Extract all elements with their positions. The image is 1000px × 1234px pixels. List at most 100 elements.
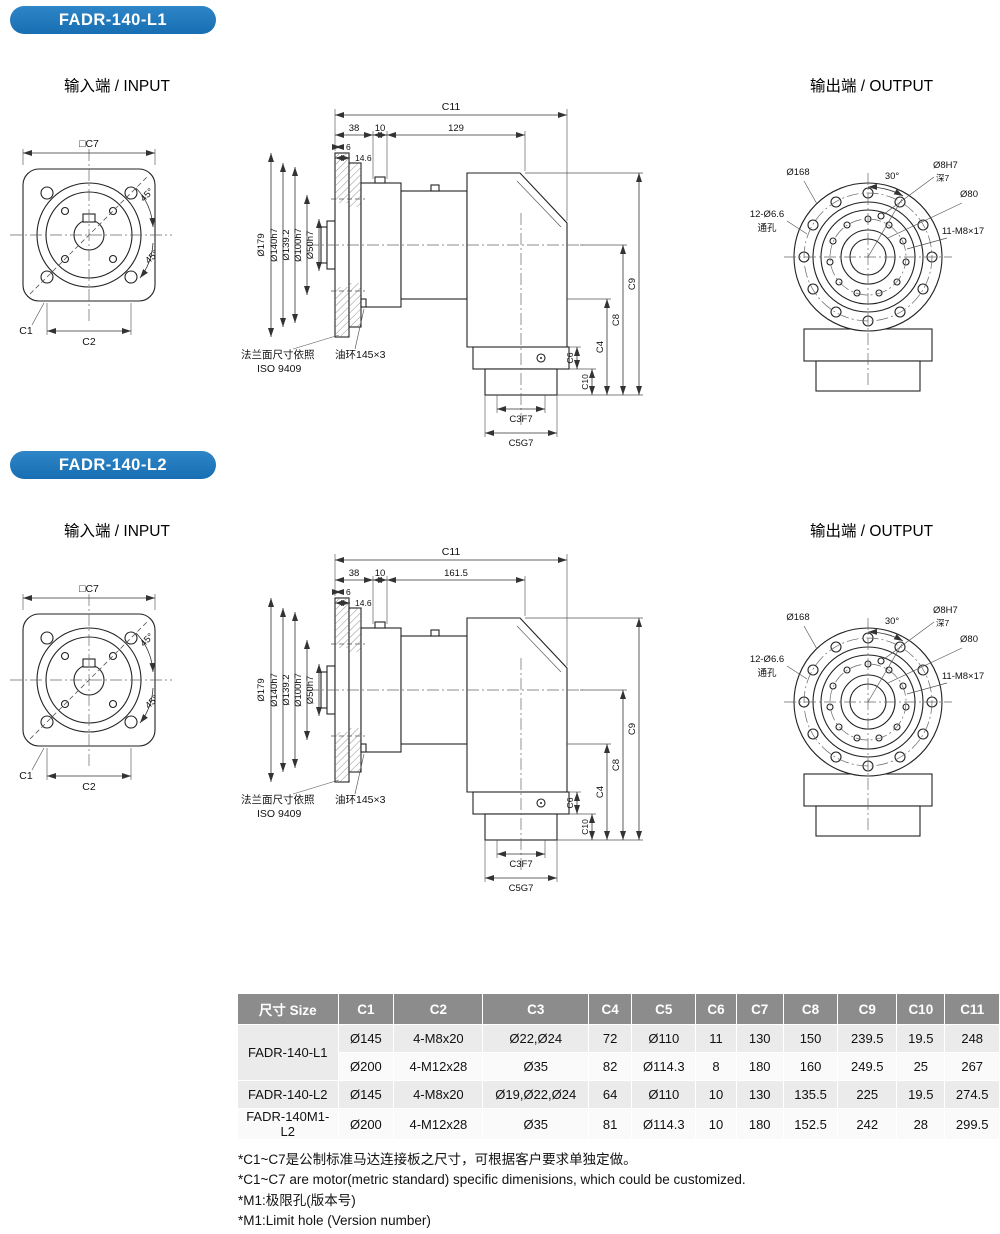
spec-table-column-header: C4: [588, 993, 633, 1025]
spec-table-cell: Ø200: [337, 1108, 395, 1140]
spec-table-column-header: C9: [837, 993, 898, 1025]
spec-table-model-cell: FADR-140-L2: [237, 1080, 339, 1109]
spec-table-cell: 28: [896, 1108, 946, 1140]
c1-dim-label: C1: [19, 325, 33, 337]
dim-length-label: 129: [448, 123, 464, 134]
spec-table-cell: 267: [944, 1052, 1000, 1081]
output-side-label-l2: 输出端 / OUTPUT: [810, 523, 934, 540]
input-side-label-l1: 输入端 / INPUT: [64, 78, 170, 95]
oil-ring-note: 油环145×3: [335, 793, 386, 806]
angle-30-label: 30°: [885, 171, 900, 182]
spec-table-cell: 25: [896, 1052, 946, 1081]
spec-table-cell: 299.5: [944, 1108, 1000, 1140]
spec-table-cell: 72: [588, 1024, 633, 1053]
spec-table-cell: 11: [695, 1024, 737, 1053]
spec-table-column-header: 尺寸 Size: [237, 993, 339, 1025]
dia-139-2-label: Ø139.2: [281, 229, 292, 260]
spec-table-cell: Ø114.3: [631, 1052, 697, 1081]
c4-dim-label: C4: [595, 341, 606, 353]
through-holes-cn-label: 通孔: [757, 668, 777, 679]
dia-50h7-label: Ø50h7: [305, 231, 316, 260]
c8-dim-label: C8: [611, 314, 622, 326]
spec-table-cell: 242: [837, 1108, 898, 1140]
centerlines: [307, 643, 583, 872]
side-section-drawing-l1: C11 38 10 129 6 14.6 Ø179 Ø140h7 Ø139.2 …: [241, 101, 643, 449]
c2-dim-label: C2: [82, 781, 96, 793]
footnote-line: *C1~C7 are motor(metric standard) specif…: [238, 1172, 746, 1188]
input-side-label-l2: 输入端 / INPUT: [64, 523, 170, 540]
spec-table-cell: 180: [735, 1108, 784, 1140]
spec-table-cell: Ø35: [482, 1108, 590, 1140]
c1-dim-label: C1: [19, 770, 33, 782]
c2-dim-label: C2: [82, 336, 96, 348]
spec-table-cell: Ø114.3: [631, 1108, 697, 1140]
spec-table-cell: Ø145: [337, 1080, 395, 1109]
c11-dim-label: C11: [442, 546, 461, 558]
dia-139-2-label: Ø139.2: [281, 674, 292, 705]
dim-14-6-label: 14.6: [355, 598, 372, 608]
spec-table-cell: 82: [588, 1052, 633, 1081]
dim-10-label: 10: [375, 123, 386, 134]
dowel-dia-label: Ø8H7: [933, 160, 958, 171]
footnote-line: *M1:Limit hole (Version number): [238, 1212, 431, 1228]
output-view-drawing-l1: 30° Ø168 Ø8H7 深7 Ø80 12-Ø6.6 通孔 11-M8×17: [750, 160, 984, 392]
c3f7-dim-label: C3F7: [509, 414, 532, 425]
dim-14-6-label: 14.6: [355, 153, 372, 163]
dim-6-label: 6: [346, 587, 351, 597]
centerlines: [784, 618, 952, 832]
dia-100h7-label: Ø100h7: [293, 228, 304, 262]
dim-38-label: 38: [349, 568, 360, 579]
spec-table-cell: 8: [695, 1052, 737, 1081]
dia-80-label: Ø80: [960, 634, 978, 645]
spec-table-cell: Ø145: [337, 1024, 395, 1053]
spec-table-column-header: C5: [631, 993, 697, 1025]
centerlines: [10, 149, 172, 321]
spec-table-cell: 4-M12x28: [393, 1108, 484, 1140]
oil-ring-note: 油环145×3: [335, 348, 386, 361]
side-section-drawing-l2: C11 38 10 161.5 6 14.6 Ø179 Ø140h7 Ø139.…: [241, 546, 643, 894]
dimension-lines: [22, 594, 156, 780]
dia-50h7-label: Ø50h7: [305, 676, 316, 705]
dim-length-label: 161.5: [444, 568, 468, 579]
spec-table-column-header: C6: [695, 993, 737, 1025]
dimension-lines: [268, 109, 643, 437]
footnote-line: *C1~C7是公制标准马达连接板之尺寸，可根据客户要求单独定做。: [238, 1152, 637, 1167]
dowel-depth-label: 深7: [936, 173, 950, 183]
dowel-dia-label: Ø8H7: [933, 605, 958, 616]
spec-table-cell: Ø110: [631, 1024, 697, 1053]
c10-dim-label: C10: [580, 374, 590, 390]
spec-table-cell: 160: [782, 1052, 839, 1081]
tapped-holes-label: 11-M8×17: [942, 671, 984, 682]
through-holes-label: 12-Ø6.6: [750, 209, 784, 220]
centerlines: [10, 594, 172, 766]
c11-dim-label: C11: [442, 101, 461, 113]
spec-table-cell: Ø22,Ø24: [482, 1024, 590, 1053]
footnote-line: *M1:极限孔(版本号): [238, 1192, 356, 1208]
dim-38-label: 38: [349, 123, 360, 134]
flange-note-line1: 法兰面尺寸依照: [241, 793, 315, 806]
square-c7-dim-label: □C7: [79, 583, 99, 595]
c5g7-dim-label: C5G7: [509, 883, 534, 894]
spec-table-model-cell: FADR-140-L1: [237, 1024, 339, 1081]
dowel-depth-label: 深7: [936, 618, 950, 628]
centerlines: [784, 173, 952, 387]
dia-140h7-label: Ø140h7: [269, 673, 280, 707]
c6-dim-label: C6: [565, 797, 575, 808]
dim-6-label: 6: [346, 142, 351, 152]
spec-table-cell: 10: [695, 1108, 737, 1140]
spec-table-cell: 225: [837, 1080, 898, 1109]
spec-table-cell: Ø110: [631, 1080, 697, 1109]
spec-table-cell: 19.5: [896, 1080, 946, 1109]
c8-dim-label: C8: [611, 759, 622, 771]
spec-table-cell: Ø19,Ø22,Ø24: [482, 1080, 590, 1109]
flange-note-line2: ISO 9409: [257, 363, 302, 375]
model-badge-l2: FADR-140-L2: [10, 451, 216, 479]
dimension-lines: [268, 554, 643, 882]
dia-100h7-label: Ø100h7: [293, 673, 304, 707]
